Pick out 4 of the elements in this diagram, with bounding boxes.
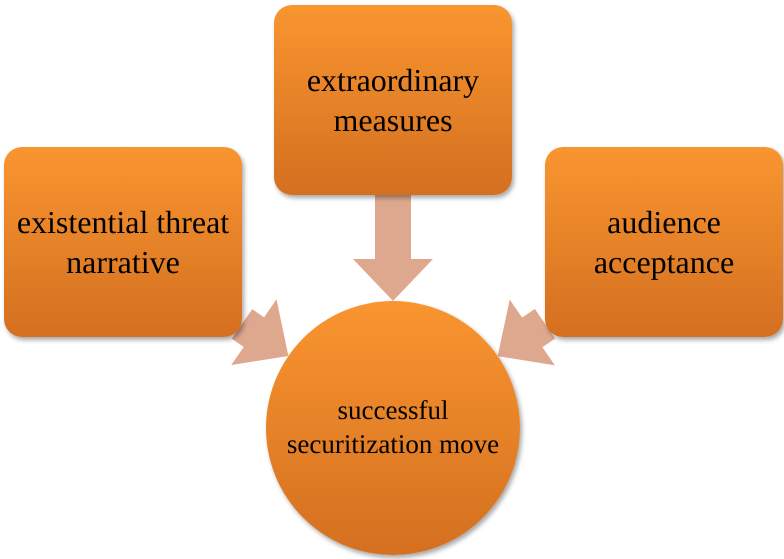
factor-box: extraordinary measures: [274, 5, 512, 195]
factor-box: audience acceptance: [545, 147, 783, 337]
factor-box: existential threat narrative: [4, 147, 242, 337]
block-arrow: [353, 195, 433, 301]
